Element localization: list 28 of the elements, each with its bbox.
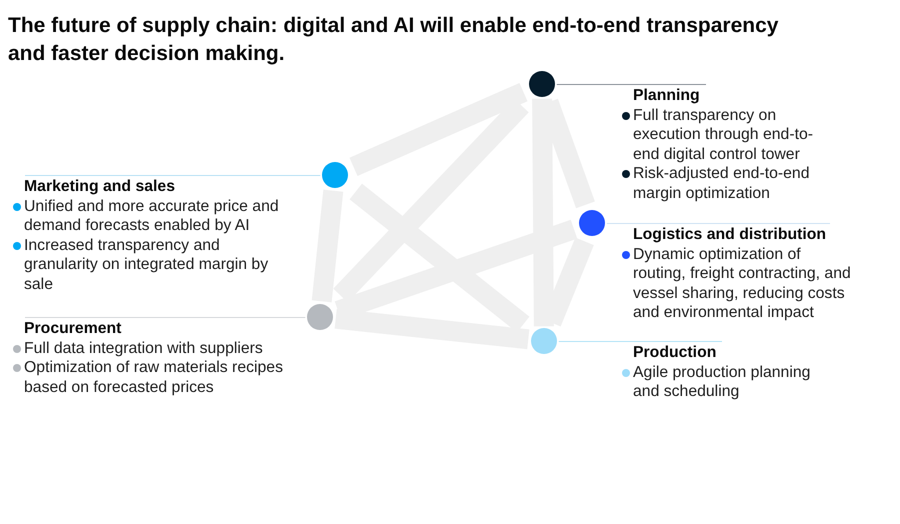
section-heading: Procurement <box>23 319 122 338</box>
section-heading: Logistics and distribution <box>632 225 828 244</box>
leader-line <box>556 84 706 85</box>
bullet-text: Full transparency on execution through end-to-end digital control tower <box>633 106 814 164</box>
network-node-dot <box>579 210 605 236</box>
section-heading: Production <box>632 343 718 362</box>
network-link <box>532 98 554 326</box>
bullet-text: Full data integration with suppliers <box>24 338 263 358</box>
leader-line <box>606 223 830 224</box>
bullet-text: Increased transparency and granularity on integrated margin by sale <box>24 236 270 294</box>
section-heading: Marketing and sales <box>23 177 176 196</box>
network-node-dot <box>307 304 333 330</box>
bullet-text: Optimization of raw materials recipes based on forecasted prices <box>24 358 284 397</box>
title: The future of supply chain: digital and AI will enable end-to-end transparency and faster decision making. <box>8 13 780 67</box>
section-heading: Planning <box>632 86 701 106</box>
network-link <box>312 190 344 302</box>
network-node-dot <box>529 71 555 97</box>
bullet-text: Unified and more accurate price and demand forecasts enabled by AI <box>24 196 280 236</box>
bullet-text: Risk-adjusted end-to-end margin optimization <box>633 164 810 203</box>
network-link <box>349 82 528 176</box>
leader-line <box>558 341 722 342</box>
leader-line <box>24 175 321 176</box>
network-node-dot <box>322 162 348 188</box>
network-link <box>334 308 530 350</box>
bullet-text: Agile production planning and scheduling <box>633 362 812 402</box>
network-node-dot <box>531 328 557 354</box>
leader-line <box>24 317 306 318</box>
bullet-text: Dynamic optimization of routing, freight contracting, and vessel sharing, reducing costs and environmental impact <box>633 244 852 322</box>
